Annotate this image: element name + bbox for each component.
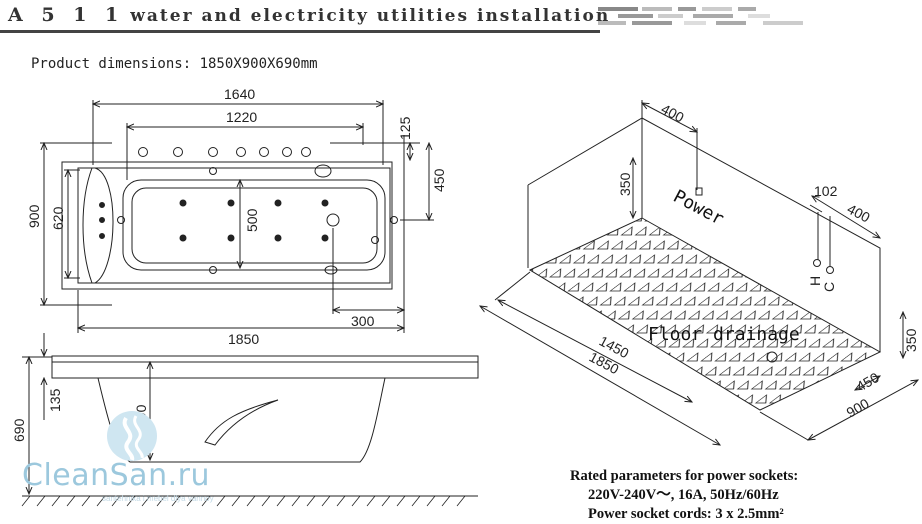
dim-350-left: 350 (617, 172, 633, 196)
room-view-labels: 400 350 Power 102 400 H C Floor drainage… (587, 101, 919, 421)
tub-outer-rim (61, 161, 393, 290)
logo-text: CleanSan.ru (22, 458, 210, 493)
logo-drop-icon (107, 411, 157, 461)
power-specs: Rated parameters for power sockets: 220V… (570, 467, 798, 524)
power-label: Power (670, 186, 728, 230)
h-label: H (807, 276, 823, 286)
dim-450: 450 (431, 168, 447, 192)
cold-outlet (826, 266, 834, 274)
floor-hatch (21, 495, 466, 507)
cleansan-logo: CleanSan.ru santehnika i mebel dlya vann… (22, 408, 252, 503)
product-dimensions: Product dimensions: 1850X900X690mm (31, 56, 318, 72)
top-view-labels: 1640 1220 1850 300 900 620 500 125 450 (26, 86, 447, 347)
dim-125: 125 (397, 116, 413, 140)
dim-135: 135 (47, 388, 63, 412)
specs-line-3: Power socket cords: 3 x 2.5mm² (588, 506, 784, 522)
specs-line-1: Rated parameters for power sockets: (570, 468, 799, 484)
dim-450-room: 450 (854, 369, 882, 395)
dim-1640: 1640 (224, 86, 255, 102)
floor-drainage-label: Floor drainage (648, 324, 800, 345)
dim-900: 900 (26, 204, 42, 228)
dim-400-top: 400 (659, 101, 687, 126)
dim-500: 500 (244, 208, 260, 232)
power-socket (695, 187, 703, 196)
header-rule (0, 30, 600, 33)
dim-300: 300 (351, 313, 375, 329)
tub-body-side (97, 377, 386, 463)
left-wall (527, 117, 643, 218)
back-wall (641, 117, 881, 352)
model-code: A 5 1 1 (8, 4, 125, 26)
side-view (21, 333, 479, 507)
title-text: water and electricity utilities installa… (130, 6, 611, 26)
dim-690: 690 (11, 418, 27, 442)
header-decoration (598, 7, 803, 25)
tub-rim-side (51, 355, 479, 379)
dim-102: 102 (814, 183, 838, 199)
room-view (480, 100, 918, 445)
floor-drain (766, 351, 778, 363)
dim-350-right: 350 (903, 328, 919, 352)
drain (326, 213, 340, 227)
dim-900-room: 900 (844, 395, 872, 421)
dim-1850: 1850 (228, 331, 259, 347)
dim-400-right: 400 (845, 201, 873, 226)
hot-outlet (813, 259, 821, 267)
tub-basin (122, 179, 386, 271)
top-view (40, 100, 434, 333)
c-label: C (821, 282, 837, 292)
specs-line-2: 220V-240V～, 16A, 50Hz/60Hz (588, 487, 779, 503)
jets-top-row (138, 147, 332, 178)
dim-1220: 1220 (226, 109, 257, 125)
floor-drain-area (528, 217, 882, 411)
logo-subtext: santehnika i mebel dlya vannoy (102, 494, 214, 503)
body-jets (99, 199, 329, 242)
dim-620: 620 (50, 206, 66, 230)
